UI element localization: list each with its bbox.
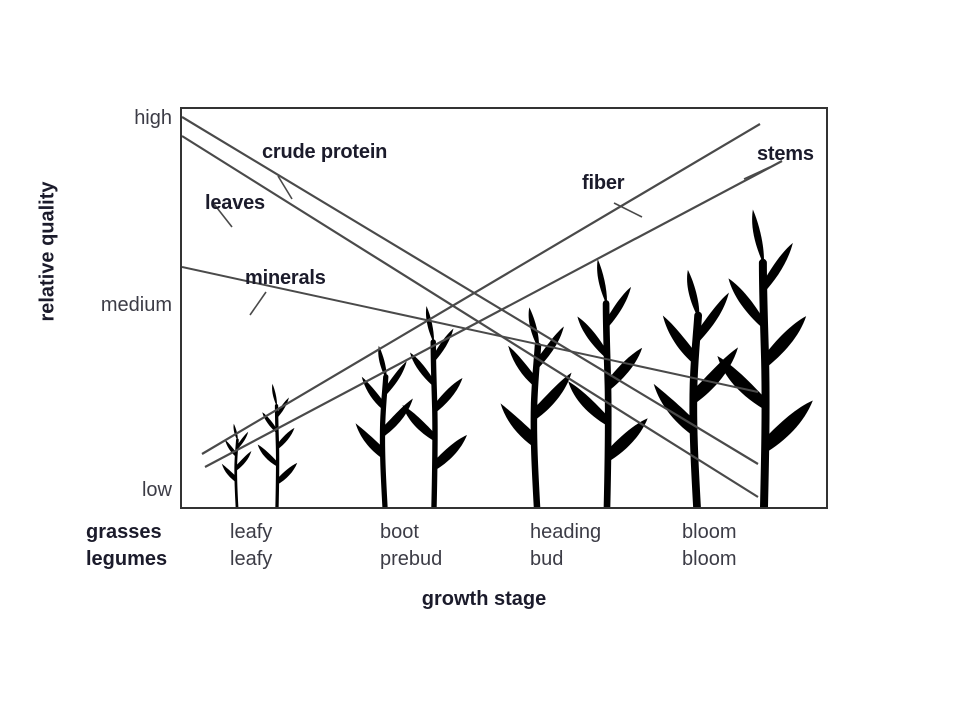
- x-category-heading: heading bud: [530, 519, 700, 573]
- x-cat-3-legumes: bloom: [682, 548, 737, 570]
- x-axis-title-wrap: growth stage: [0, 588, 960, 611]
- row-label-grasses: grasses: [86, 521, 162, 543]
- series-label-leaves: leaves: [205, 192, 265, 214]
- x-axis-title: growth stage: [421, 588, 547, 610]
- y-axis-ticks: high medium low: [48, 0, 172, 720]
- leader-line-stems: [743, 166, 771, 180]
- series-line-crude-protein: [182, 116, 759, 465]
- x-cat-2-grasses: heading: [530, 521, 602, 543]
- leader-line-minerals: [249, 291, 267, 316]
- x-axis-row-labels: grasses legumes: [86, 519, 196, 573]
- plot-area: [180, 107, 828, 509]
- x-cat-2-legumes: bud: [530, 548, 564, 570]
- plant-illustration-boot: [356, 346, 413, 507]
- x-cat-3-grasses: bloom: [682, 521, 737, 543]
- x-cat-0-grasses: leafy: [230, 521, 273, 543]
- series-line-fiber: [201, 123, 761, 455]
- series-label-minerals: minerals: [245, 267, 326, 289]
- plot-graphics: [182, 116, 826, 507]
- x-cat-0-legumes: leafy: [230, 548, 273, 570]
- x-cat-1-legumes: prebud: [380, 548, 443, 570]
- series-label-fiber: fiber: [582, 172, 625, 194]
- plant-illustration-heading: [501, 307, 572, 507]
- row-label-legumes: legumes: [86, 548, 168, 570]
- plant-illustration-bloom: [654, 270, 738, 507]
- x-category-bloom: bloom bloom: [682, 519, 852, 573]
- leader-line-leaves: [213, 203, 233, 228]
- x-axis-category-table: grasses legumes leafy leafy boot prebud …: [0, 519, 960, 589]
- y-tick-medium: medium: [100, 294, 172, 316]
- series-line-minerals: [182, 266, 759, 393]
- leader-line-fiber: [613, 202, 643, 218]
- y-tick-high: high: [134, 107, 172, 129]
- series-label-crude-protein: crude protein: [262, 141, 388, 163]
- x-cat-1-grasses: boot: [380, 521, 419, 543]
- series-line-leaves: [182, 135, 759, 498]
- series-label-stems: stems: [757, 143, 814, 165]
- plant-illustration-bud: [568, 259, 648, 507]
- plant-illustration-leafy: [220, 422, 253, 507]
- y-tick-low: low: [141, 479, 172, 501]
- x-category-boot: boot prebud: [380, 519, 550, 573]
- leader-line-crude-protein: [277, 175, 293, 200]
- series-line-stems: [204, 160, 783, 468]
- plant-illustration-prebud: [403, 306, 468, 507]
- x-category-leafy: leafy leafy: [230, 519, 400, 573]
